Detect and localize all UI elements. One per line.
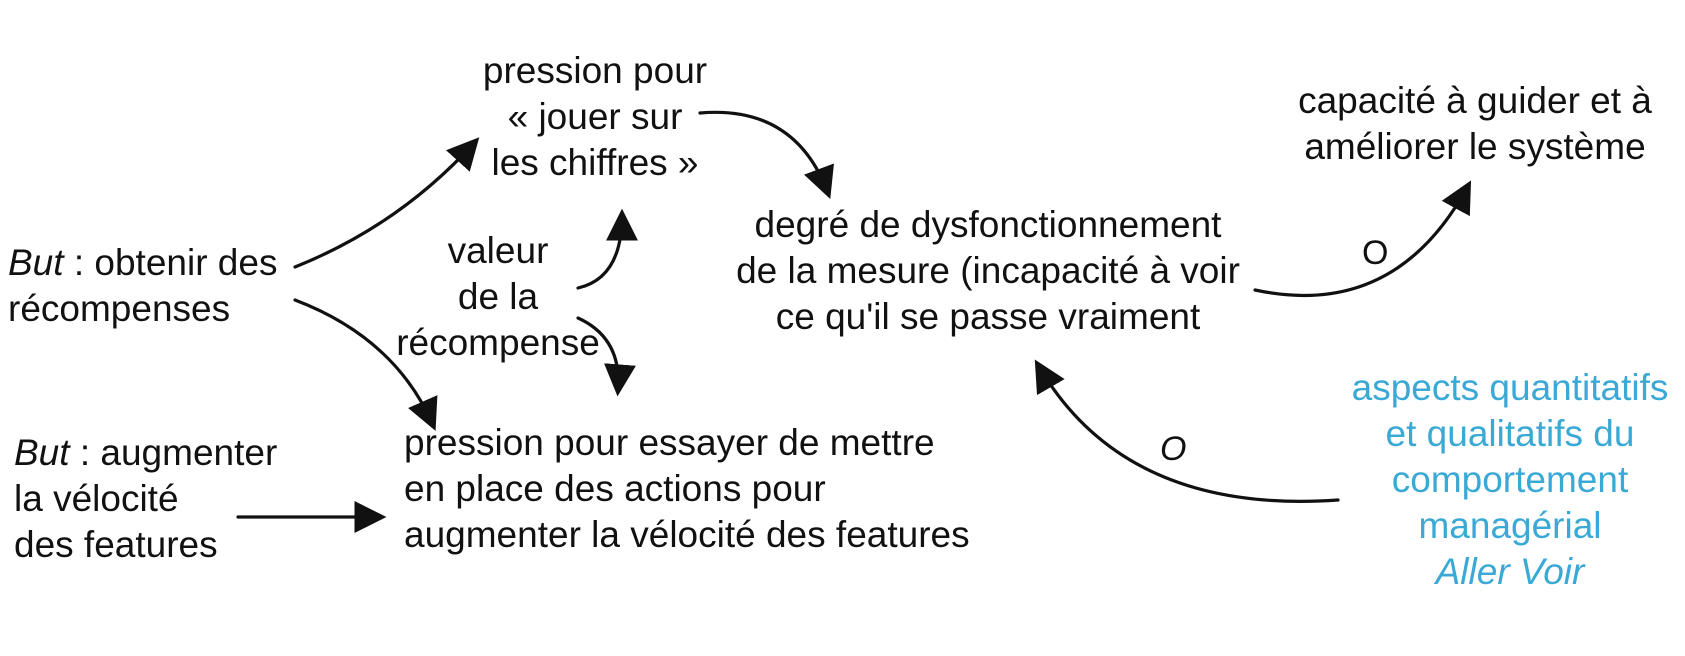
node-aspects: aspects quantitatifs et qualitatifs du c… [1340,365,1680,595]
goal-velocity-line3: des features [14,524,218,565]
node-dysfunction: degré de dysfonctionnement de la mesure … [718,202,1258,340]
node-pressure-actions: pression pour essayer de mettre en place… [404,420,970,558]
arrow-aspects-to-dysfunction [1034,359,1340,503]
pressure-numbers-line3: les chiffres » [491,142,699,183]
node-pressure-numbers: pression pour « jouer sur les chiffres » [440,48,750,186]
arrow-goal-to-pressure-actions [293,298,438,431]
dysfunction-line3: ce qu'il se passe vraiment [775,296,1201,337]
reward-value-line2: de la [457,276,539,317]
pressure-numbers-line1: pression pour [482,50,708,91]
node-goal-velocity: But : augmenter la vélocité des features [14,430,277,568]
aspects-line3: comportement [1391,459,1629,500]
aspects-line5: Aller Voir [1435,551,1585,592]
aspects-line2: et qualitatifs du [1385,413,1635,454]
node-capacity: capacité à guider et à améliorer le syst… [1275,78,1675,170]
arrow-dysfunction-to-capacity [1253,180,1472,298]
arrow-reward-to-pressure-actions [576,316,636,397]
reward-value-line3: récompense [396,322,600,363]
dysfunction-line1: degré de dysfonctionnement [754,204,1222,245]
link-label-opposite-capacity: O [1362,234,1389,272]
goal-velocity-line1: : augmenter [69,432,278,473]
capacity-line2: améliorer le système [1304,126,1646,167]
reward-value-line1: valeur [447,230,549,271]
aspects-line1: aspects quantitatifs [1351,367,1669,408]
goal-rewards-line1: : obtenir des [63,242,278,283]
node-goal-rewards: But : obtenir des récompenses [8,240,277,332]
aspects-line4: managérial [1418,505,1602,546]
pressure-numbers-line2: « jouer sur [507,96,683,137]
dysfunction-line2: de la mesure (incapacité à voir [736,250,1240,291]
pressure-actions-line3: augmenter la vélocité des features [404,514,970,555]
pressure-actions-line1: pression pour essayer de mettre [404,422,935,463]
velocity-goal-prefix: But [14,432,70,473]
node-reward-value: valeur de la récompense [388,228,608,366]
pressure-actions-line2: en place des actions pour [404,468,826,509]
goal-rewards-line2: récompenses [8,288,231,329]
link-label-opposite-dysfunction: O [1160,430,1187,468]
capacity-line1: capacité à guider et à [1298,80,1652,121]
arrow-goal-to-pressure-numbers [293,137,480,269]
arrow-pressure-numbers-to-dysfunction [698,110,834,199]
goal-velocity-line2: la vélocité [14,478,179,519]
arrow-reward-to-pressure-numbers [576,208,638,290]
goal-prefix: But [8,242,64,283]
